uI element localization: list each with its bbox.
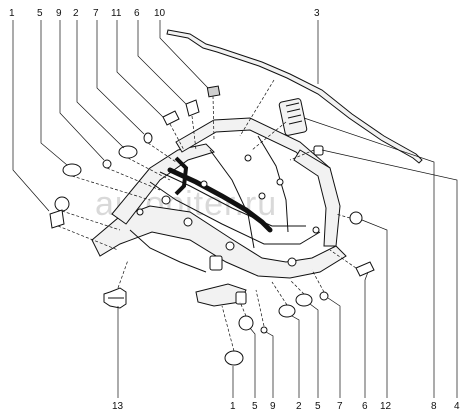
plug-1-bottom xyxy=(224,350,244,366)
ring-9-left xyxy=(102,159,112,169)
callout-11-top: 11 xyxy=(111,8,122,19)
callouts-bottom: 13 1 5 9 2 5 7 6 12 8 4 xyxy=(112,401,460,412)
callout-5-top: 5 xyxy=(37,8,43,19)
bolt-13-part xyxy=(103,287,127,309)
cap-5-bottom xyxy=(238,315,254,331)
callout-1-top: 1 xyxy=(9,8,15,19)
leader-lines xyxy=(12,20,458,398)
grommet-2-bottom xyxy=(278,304,296,318)
callout-10-top: 10 xyxy=(154,8,166,19)
harness-strip xyxy=(167,167,273,233)
grille-plate-part xyxy=(278,98,308,136)
plug-1-left xyxy=(49,209,65,229)
grommet-5-left xyxy=(62,163,82,177)
plug-12-right xyxy=(349,211,363,225)
plug-6-left xyxy=(185,99,200,117)
callout-2-bottom: 2 xyxy=(296,401,302,412)
callout-9-bottom: 9 xyxy=(270,401,276,412)
callout-6-top: 6 xyxy=(134,8,140,19)
callout-5b-bottom: 5 xyxy=(315,401,321,412)
pad-part xyxy=(206,85,221,98)
callout-13-bottom: 13 xyxy=(112,401,124,412)
plug-6-right xyxy=(355,261,375,277)
callout-7-bottom: 7 xyxy=(337,401,343,412)
grommet-2-left xyxy=(118,145,138,159)
callout-5-bottom: 5 xyxy=(252,401,258,412)
callout-9-top: 9 xyxy=(56,8,62,19)
callout-12-bottom: 12 xyxy=(380,401,392,412)
subframe-assembly xyxy=(91,117,347,307)
callout-8-bottom: 8 xyxy=(431,401,437,412)
plug-part xyxy=(313,145,324,156)
callout-1-bottom: 1 xyxy=(230,401,236,412)
callout-4-bottom: 4 xyxy=(454,401,460,412)
ring-9-bottom xyxy=(260,326,268,334)
seal-strip-part xyxy=(166,29,423,164)
plug-11-left xyxy=(162,110,180,126)
callout-6-bottom: 6 xyxy=(362,401,368,412)
grommet-5-bottom xyxy=(295,293,313,307)
callout-7-top: 7 xyxy=(93,8,99,19)
callout-2-top: 2 xyxy=(73,8,79,19)
cap-5-left xyxy=(54,196,70,212)
ring-7-bottom xyxy=(319,291,329,301)
ring-7-left xyxy=(143,132,153,144)
callouts-top: 1 5 9 2 7 11 6 10 3 xyxy=(9,8,320,19)
callout-3-top: 3 xyxy=(314,8,320,19)
